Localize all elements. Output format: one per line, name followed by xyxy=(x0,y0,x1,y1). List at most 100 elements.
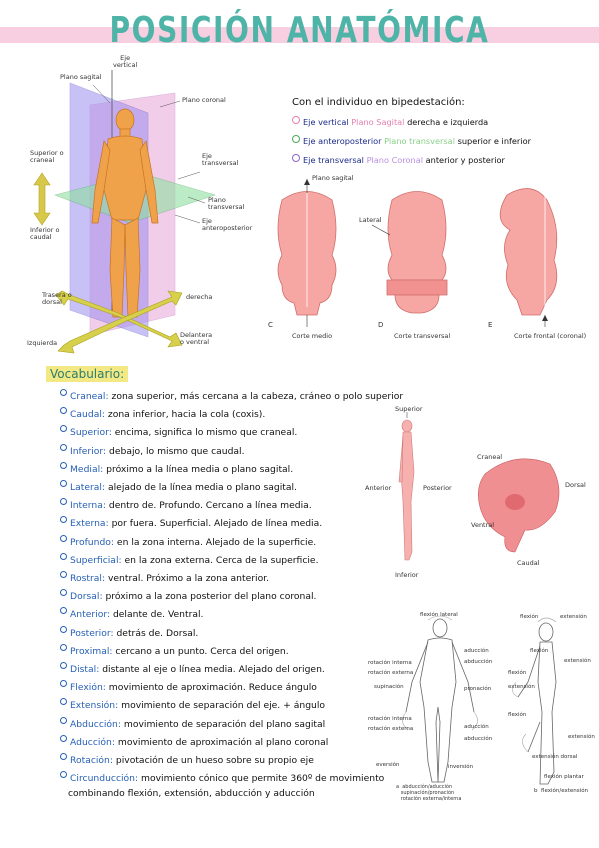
label-plano-coronal: Plano coronal xyxy=(182,96,226,104)
vocab-term: Proximal: xyxy=(70,645,113,657)
label-supinacion: supinación xyxy=(374,684,404,690)
label-flexion-3: flexión xyxy=(508,670,527,676)
label-inferior-caudal: Inferior o caudal xyxy=(30,226,60,241)
label-eje-transversal: Eje transversal xyxy=(202,152,239,167)
label-posterior: Posterior xyxy=(423,484,452,492)
bullet-icon xyxy=(60,771,67,779)
label-rotacion-externa: rotación externa xyxy=(368,670,414,676)
vocab-continuation: combinando flexión, extensión, abducción… xyxy=(68,788,315,799)
bullet-icon xyxy=(60,425,67,433)
vocab-term: Caudal: xyxy=(70,409,105,421)
bullet-icon xyxy=(60,625,67,633)
label-rotacion-interna: rotación interna xyxy=(368,660,412,666)
label-superior: Superior xyxy=(395,405,423,413)
label-abduccion-2: abducción xyxy=(464,736,493,742)
vocab-item: Rotación: pivotación de un hueso sobre s… xyxy=(60,753,314,766)
vocab-term: Rostral: xyxy=(70,573,106,584)
label-rotacion-externa-2: rotación externa xyxy=(368,726,414,732)
vocab-item: Posterior: detrás de. Dorsal. xyxy=(60,625,199,639)
label-inversion: inversión xyxy=(448,764,474,770)
label-corte-frontal: Corte frontal (coronal) xyxy=(514,332,587,340)
label-plano-sagital: Plano sagital xyxy=(60,73,102,81)
vocab-term: Aducción: xyxy=(70,736,115,748)
vocab-definition: zona superior, más cercana a la cabeza, … xyxy=(108,391,404,402)
bullet-icon xyxy=(60,716,67,724)
vocab-definition: en la zona externa. Cerca de la superfic… xyxy=(121,554,319,566)
label-eversion: eversión xyxy=(376,762,400,768)
vocab-item: Medial: próximo a la línea media o plano… xyxy=(60,461,294,475)
label-d: D xyxy=(378,321,384,329)
vocab-term: Circunducción: xyxy=(70,773,139,785)
vocab-term: Craneal: xyxy=(70,391,109,402)
vocab-term: Posterior: xyxy=(70,627,114,639)
label-aduccion: aducción xyxy=(464,648,489,654)
vocab-definition: movimiento de aproximación al plano coro… xyxy=(114,736,329,748)
label-trasera-dorsal: Trasera o dorsal xyxy=(42,291,72,306)
vocab-item: Distal: distante al eje o línea media. A… xyxy=(60,662,325,675)
vocab-term: Dorsal: xyxy=(70,591,103,603)
bullet-icon xyxy=(60,662,67,669)
label-rotacion-interna-2: rotación interna xyxy=(368,716,412,722)
label-delantera-ventral: Delantera o ventral xyxy=(180,331,213,346)
vocab-item: Circunducción: movimiento cónico que per… xyxy=(60,771,384,784)
vocab-item: Anterior: delante de. Ventral. xyxy=(60,607,203,620)
planes-illustration xyxy=(33,70,217,354)
embryo-cuts-illustration xyxy=(277,179,558,327)
ground-arrows-icon xyxy=(55,290,183,354)
vocab-item: Caudal: zona inferior, hacia la cola (co… xyxy=(60,407,265,420)
vocab-term: Rotación: xyxy=(70,755,113,766)
label-corte-transversal: Corte transversal xyxy=(394,332,451,340)
bullet-icon xyxy=(60,534,67,542)
bullet-icon xyxy=(60,607,67,615)
vocab-item: Rostral: ventral. Próximo a la zona ante… xyxy=(60,571,269,584)
vocab-definition: movimiento de separación del plano sagit… xyxy=(120,718,326,730)
movements-diagram: flexión lateral rotación interna rotació… xyxy=(368,612,598,802)
vertical-arrow-icon xyxy=(33,172,51,226)
label-ventral: Ventral xyxy=(471,521,495,529)
label-izquierda: Izquierda xyxy=(27,339,58,347)
label-e: E xyxy=(488,321,493,329)
caption-a: a abducción/aducción supinación/pronació… xyxy=(396,784,462,802)
bullet-icon xyxy=(60,698,67,706)
vocab-definition: alejado de la línea media o plano sagita… xyxy=(105,482,297,493)
label-plano-transversal: Plano transversal xyxy=(208,196,245,211)
label-flexion-lateral: flexión lateral xyxy=(420,612,458,618)
bullet-icon xyxy=(292,154,300,162)
label-aduccion-2: aducción xyxy=(464,724,489,730)
bullet-icon xyxy=(60,498,67,506)
label-eje-vertical: Eje vertical xyxy=(113,54,138,69)
vocab-item: Extensión: movimiento de separación del … xyxy=(60,698,325,711)
intro-line-1: Eje vertical Plano Sagital derecha e izq… xyxy=(292,116,488,127)
vocab-definition: próximo a la línea media o plano sagital… xyxy=(103,463,294,475)
intro-line-2: Eje anteroposterior Plano transversal su… xyxy=(292,135,531,146)
vocab-definition: pivotación de un hueso sobre su propio e… xyxy=(112,755,314,766)
vocab-definition: detrás de. Dorsal. xyxy=(113,627,199,639)
bullet-icon xyxy=(60,461,67,469)
bullet-icon xyxy=(60,734,67,742)
bullet-icon xyxy=(60,443,67,451)
vocab-definition: ventral. Próximo a la zona anterior. xyxy=(105,573,270,584)
vocab-item: Profundo: en la zona interna. Alejado de… xyxy=(60,534,316,548)
label-superior-craneal: Superior o craneal xyxy=(30,149,64,164)
label-pronacion: pronación xyxy=(464,686,492,692)
vocab-definition: debajo, lo mismo que caudal. xyxy=(106,445,245,457)
vocab-term: Profundo: xyxy=(70,536,115,548)
intro-line-3: Eje transversal Plano Coronal anterior y… xyxy=(292,154,505,165)
vocab-definition: cercano a un punto. Cerca del origen. xyxy=(112,645,289,657)
bullet-icon xyxy=(60,480,67,487)
vocab-item: Abducción: movimiento de separación del … xyxy=(60,716,326,730)
label-caudal: Caudal xyxy=(517,559,540,567)
anatomical-planes-diagram: Eje vertical Plano sagital Plano coronal… xyxy=(0,55,270,360)
label-flexion-4: flexión xyxy=(508,712,527,718)
bullet-icon xyxy=(60,516,67,524)
label-craneal: Craneal xyxy=(477,453,503,461)
label-eje-anteroposterior: Eje anteroposterior xyxy=(202,217,253,232)
vocab-definition: movimiento de separación del eje. + ángu… xyxy=(118,700,326,712)
label-extension: extensión xyxy=(560,614,587,620)
orientation-diagram: Superior Anterior Posterior Inferior Cra… xyxy=(365,402,599,582)
bullet-icon xyxy=(60,753,67,760)
label-extension-4: extensión xyxy=(568,734,595,740)
vocab-definition: movimiento de aproximación. Reduce ángul… xyxy=(105,682,317,694)
human-figure xyxy=(91,108,159,318)
vocab-item: Proximal: cercano a un punto. Cerca del … xyxy=(60,643,289,657)
